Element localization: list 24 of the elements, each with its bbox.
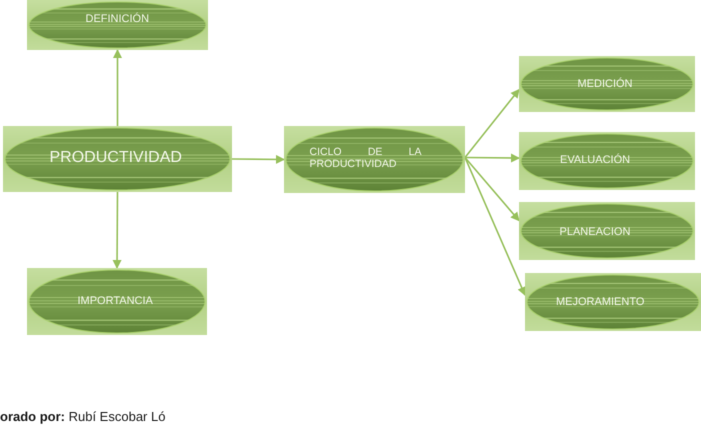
arrow — [465, 154, 520, 162]
node-label: MEDICIÓN — [578, 78, 632, 90]
process-box — [519, 56, 695, 112]
process-box — [519, 202, 695, 260]
arrow — [464, 157, 526, 296]
process-box — [519, 132, 695, 190]
node-label: IMPORTANCIA — [78, 295, 153, 308]
node-label: PRODUCTIVIDAD — [50, 149, 182, 168]
process-box — [525, 273, 701, 331]
process-box — [3, 126, 232, 192]
process-box — [27, 268, 207, 335]
process-box — [27, 0, 208, 50]
node-label: PLANEACION — [560, 226, 630, 238]
arrow — [464, 156, 520, 222]
arrow — [113, 49, 122, 126]
process-box — [284, 126, 465, 193]
arrow — [112, 192, 122, 269]
node-label: CICLO DE LA PRODUCTIVIDAD — [310, 146, 422, 170]
node-label: EVALUACIÓN — [560, 154, 630, 166]
node-label: DEFINICIÓN — [86, 12, 150, 26]
node-label: MEJORAMIENTO — [556, 296, 644, 308]
author-credit: orado por: Rubí Escobar Ló — [0, 409, 166, 424]
arrow — [232, 154, 285, 164]
arrow — [464, 88, 520, 158]
